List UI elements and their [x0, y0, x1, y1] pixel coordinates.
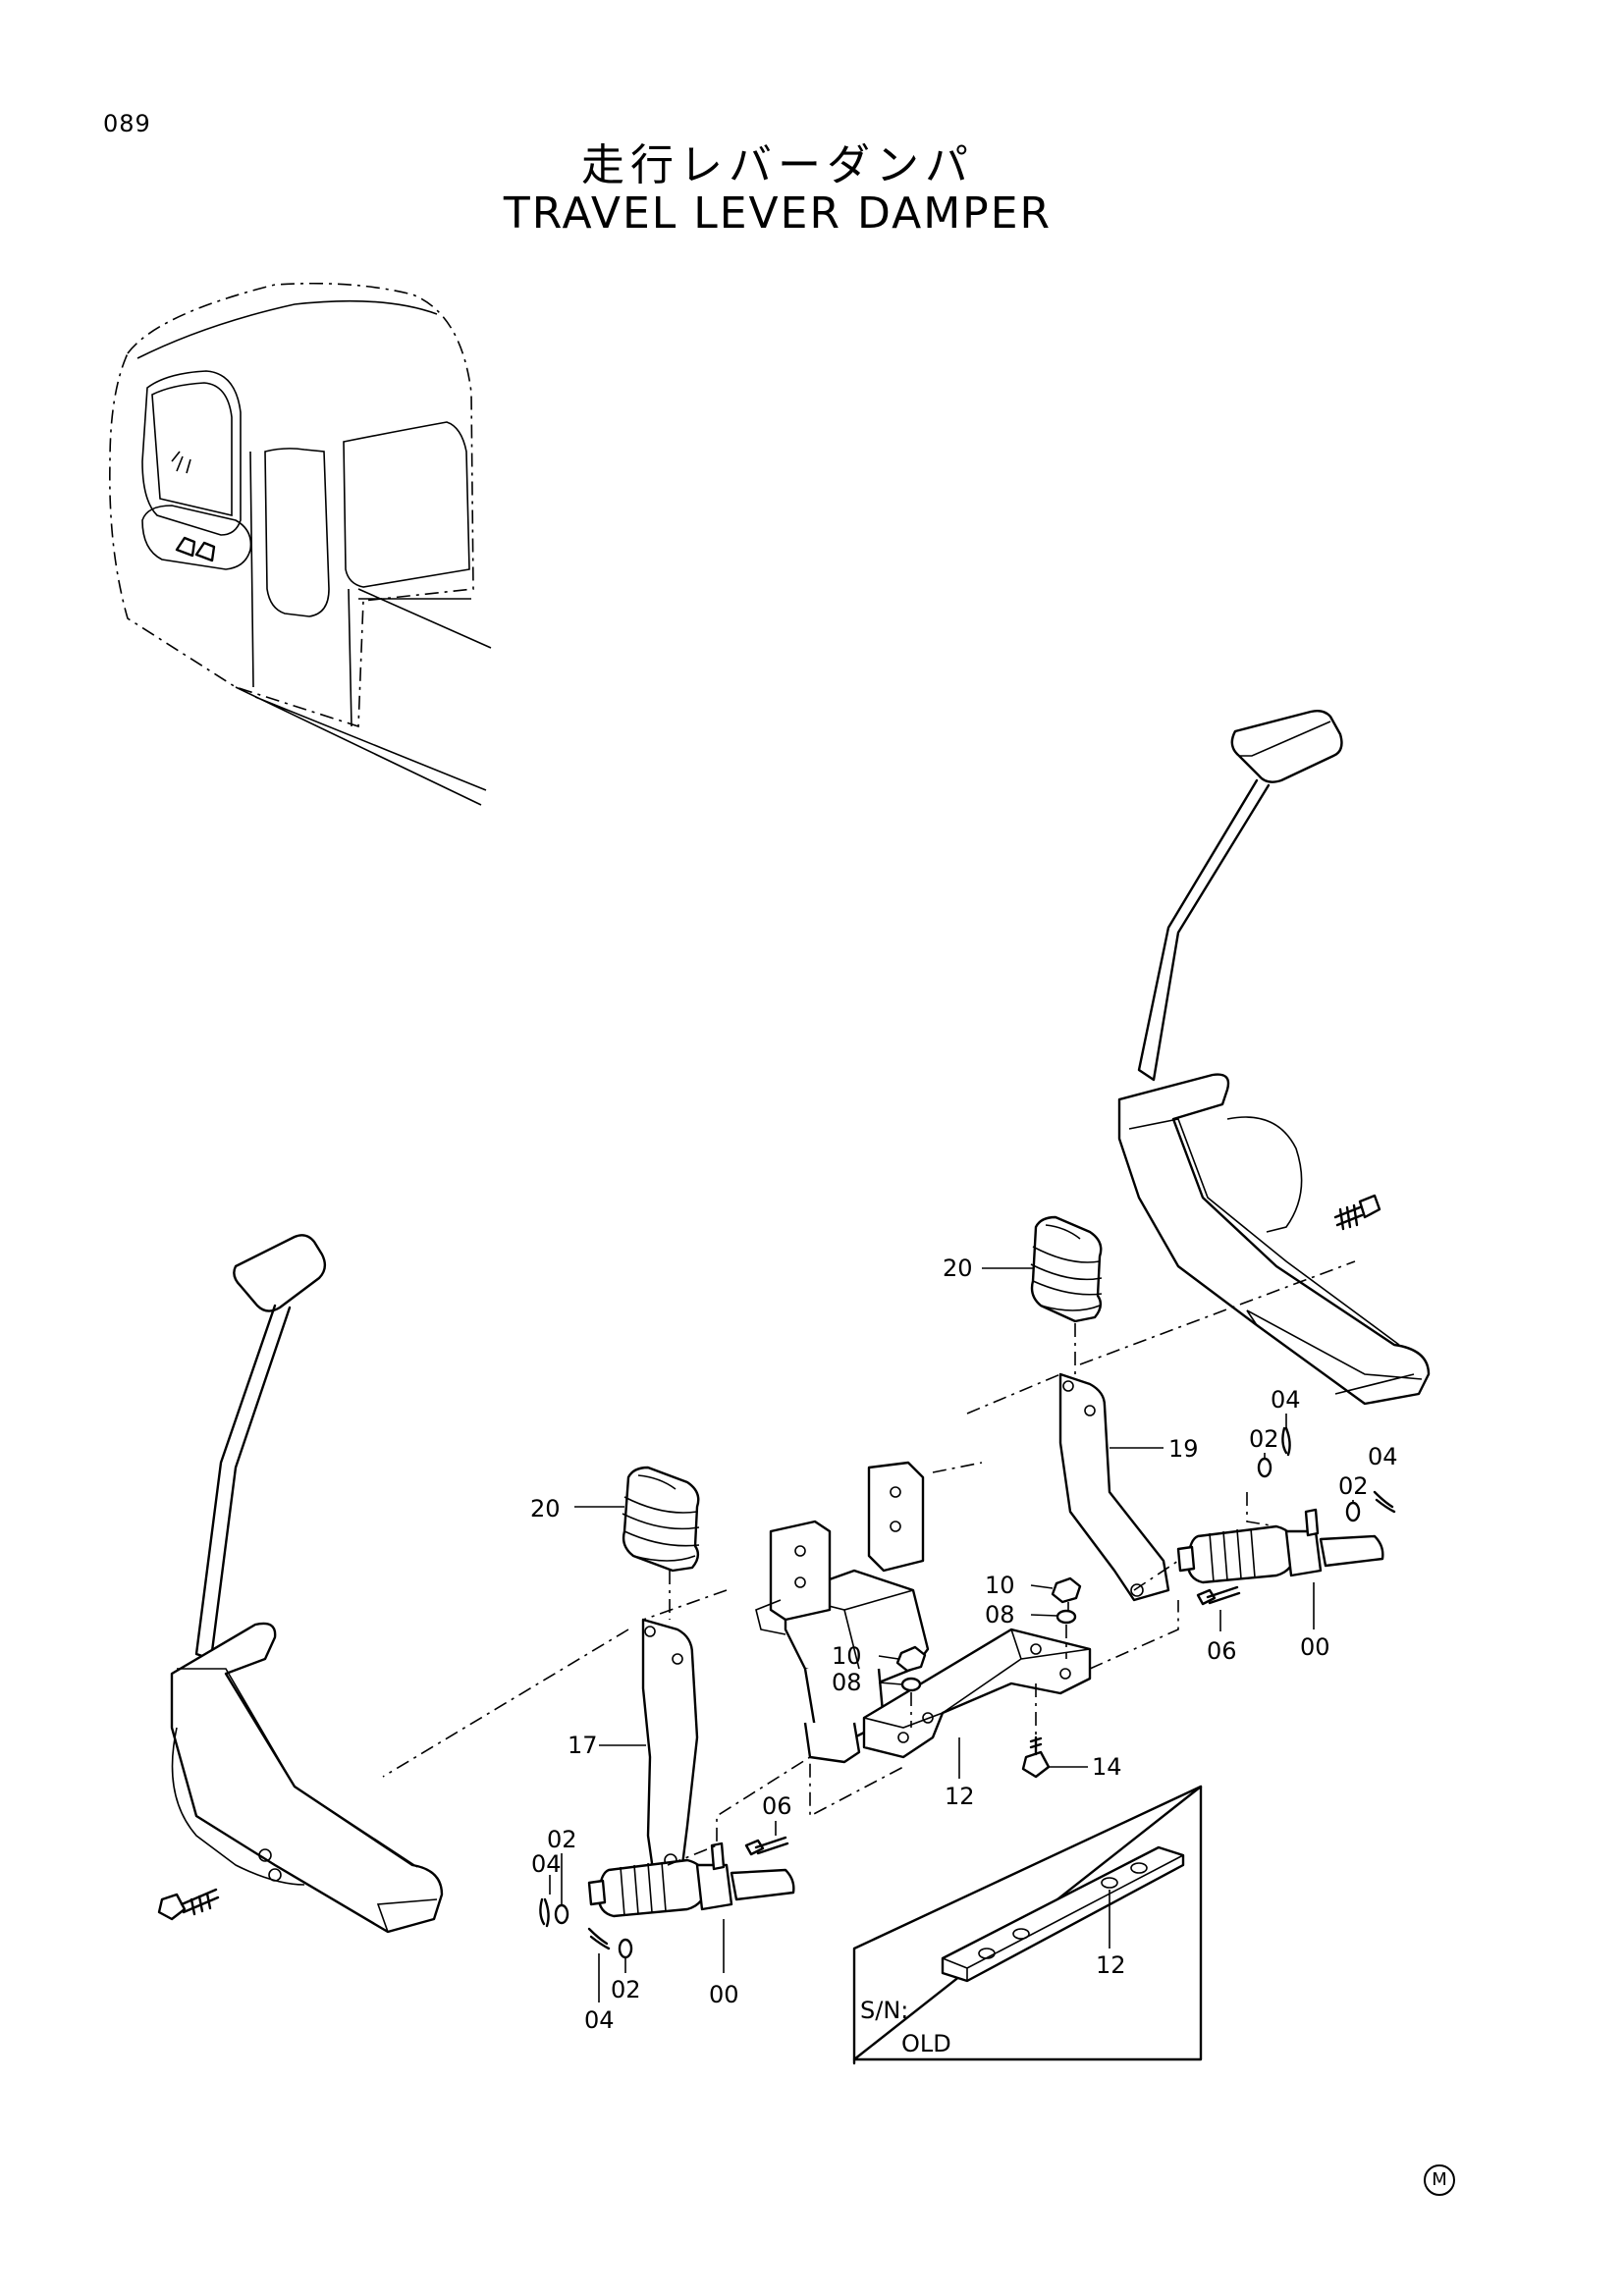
pin-icon [1196, 1585, 1241, 1606]
assembly-lines [382, 1260, 1356, 1866]
right-travel-lever [1117, 709, 1431, 1406]
callout-00: 00 [1300, 1633, 1330, 1661]
callout-04: 04 [1271, 1386, 1301, 1414]
washer-icon [1257, 1457, 1272, 1478]
plate-12 [862, 1628, 1092, 1759]
washer-icon [1345, 1501, 1361, 1522]
callout-labels: 20 20 19 17 12 14 10 08 10 08 06 00 02 0… [530, 1255, 1398, 2057]
nut-icon [895, 1645, 927, 1673]
washer-icon [554, 1903, 569, 1925]
bracket-19 [1058, 1372, 1170, 1602]
bellows-upper [1030, 1215, 1103, 1323]
callout-04: 04 [531, 1850, 562, 1878]
bolt-icon [157, 1888, 220, 1921]
pin-icon [744, 1836, 789, 1856]
bracket-17 [641, 1618, 699, 1872]
callout-04: 04 [584, 2006, 615, 2034]
callout-12: 12 [945, 1783, 975, 1810]
washer-icon [1056, 1609, 1077, 1625]
callout-02: 02 [1249, 1425, 1279, 1453]
inset-box [852, 1785, 1203, 2065]
callout-06: 06 [1207, 1637, 1237, 1665]
bolt-icon [1333, 1194, 1381, 1231]
callout-20: 20 [530, 1495, 561, 1522]
excavator-cab-illustration [109, 282, 492, 806]
clip-icon [1281, 1426, 1291, 1457]
page-title: TRAVEL LEVER DAMPER [503, 188, 1053, 239]
clip-icon [539, 1897, 550, 1928]
damper-left [587, 1842, 795, 1918]
manufacturer-mark: M [1424, 2164, 1455, 2196]
callout-02: 02 [547, 1826, 577, 1853]
clip-icon [1373, 1490, 1396, 1514]
damper-right [1176, 1508, 1384, 1584]
callout-17: 17 [568, 1732, 598, 1759]
callout-08: 08 [832, 1669, 862, 1696]
inset-sn-label: S/N: [860, 1997, 908, 2024]
callout-10: 10 [985, 1572, 1015, 1599]
callout-14: 14 [1092, 1753, 1122, 1781]
washer-icon [618, 1938, 633, 1959]
washer-icon [900, 1677, 922, 1692]
callout-06: 06 [762, 1792, 792, 1820]
nut-icon [1051, 1576, 1082, 1604]
clip-icon [587, 1927, 611, 1950]
page-number: 089 [103, 110, 151, 137]
bellows-lower [622, 1466, 700, 1573]
callout-10: 10 [832, 1642, 862, 1670]
page-title-japanese: 走行レバーダンパ [581, 140, 974, 190]
leader-lines [549, 1267, 1354, 2002]
callout-04: 04 [1368, 1443, 1398, 1470]
callout-12-inset: 12 [1096, 1951, 1126, 1979]
inset-sn-value: OLD [901, 2030, 951, 2057]
callout-00: 00 [709, 1981, 739, 2008]
callout-20: 20 [943, 1255, 973, 1282]
plate-12-old [941, 1845, 1185, 1983]
callout-02: 02 [1338, 1472, 1369, 1500]
left-travel-lever [157, 1234, 444, 1934]
callout-08: 08 [985, 1601, 1015, 1629]
callout-19: 19 [1168, 1435, 1199, 1463]
callout-02: 02 [611, 1976, 641, 2003]
bolt-icon [1021, 1735, 1051, 1779]
